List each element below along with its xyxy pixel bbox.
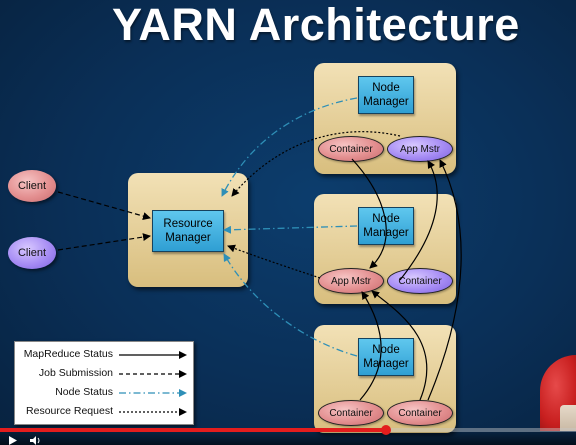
legend: MapReduce Status Job Submission Node Sta…	[14, 341, 194, 425]
container-3b: Container	[387, 400, 453, 426]
mapreduce-status-arrow-4	[371, 290, 428, 401]
mapreduce-status-arrow-1	[351, 158, 387, 269]
video-scrubber-handle[interactable]	[380, 425, 391, 435]
mapreduce-status-arrow-5	[427, 159, 462, 401]
legend-swatch-solid	[119, 351, 187, 359]
node-manager-3: Node Manager	[358, 338, 414, 376]
presenter-collar	[560, 405, 576, 431]
mapreduce-status-arrow-2	[399, 160, 438, 281]
video-progress-bar[interactable]	[0, 428, 576, 432]
slide-title: YARN Architecture	[112, 0, 520, 50]
app-master-1: App Mstr	[387, 136, 453, 162]
container-2b: Container	[387, 268, 453, 294]
video-control-bar	[0, 432, 576, 445]
node-status-arrow-3	[223, 253, 358, 357]
mapreduce-status-arrow-3	[359, 291, 382, 401]
resource-request-arrow-2	[227, 244, 321, 279]
video-progress-fill	[0, 428, 386, 432]
legend-item-mapreduce-status: MapReduce Status	[15, 346, 193, 364]
node-status-arrow-2	[223, 225, 358, 234]
volume-icon[interactable]	[30, 436, 44, 445]
legend-swatch-dotted	[119, 408, 187, 416]
play-icon[interactable]	[8, 436, 18, 445]
node-status-arrow-1	[221, 97, 358, 197]
resource-manager: Resource Manager	[152, 210, 224, 252]
app-master-2: App Mstr	[318, 268, 384, 294]
node-manager-1: Node Manager	[358, 76, 414, 114]
node-manager-2: Node Manager	[358, 207, 414, 245]
legend-item-resource-request: Resource Request	[15, 403, 193, 421]
client-1: Client	[8, 170, 56, 202]
container-1a: Container	[318, 136, 384, 162]
legend-item-job-submission: Job Submission	[15, 365, 193, 383]
container-3a: Container	[318, 400, 384, 426]
legend-swatch-dashed	[119, 370, 187, 378]
job-submission-arrow-1	[57, 191, 151, 220]
resource-request-arrow-1	[231, 131, 401, 197]
legend-item-node-status: Node Status	[15, 384, 193, 402]
job-submission-arrow-2	[57, 233, 151, 251]
legend-swatch-dash-dot	[119, 389, 187, 397]
client-2: Client	[8, 237, 56, 269]
